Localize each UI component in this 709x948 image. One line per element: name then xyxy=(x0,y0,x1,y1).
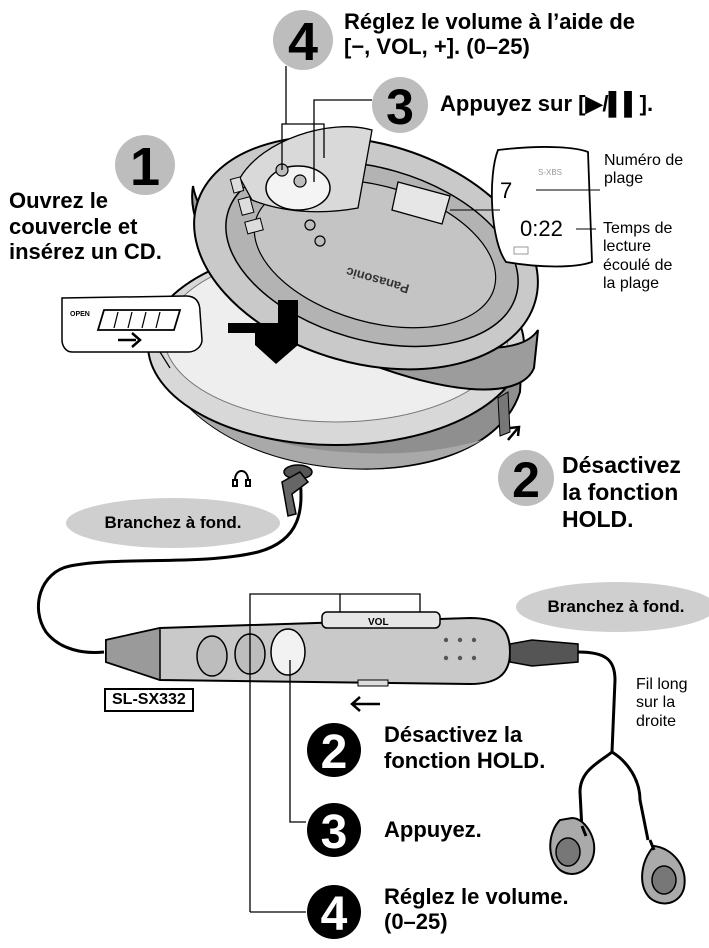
headphone-icon xyxy=(232,470,251,487)
lcd-mode: S-XBS xyxy=(538,168,562,177)
headphone-plug xyxy=(281,471,310,517)
step4-bottom-text: Réglez le volume. (0–25) xyxy=(384,884,569,935)
svg-text:3: 3 xyxy=(321,806,348,859)
step4-badge-bottom xyxy=(307,885,361,939)
svg-text:2: 2 xyxy=(512,452,540,508)
step3-badge-top xyxy=(372,77,428,133)
lcd-inset: 7 S-XBS 0:22 xyxy=(450,146,600,268)
model-label: SL-SX332 xyxy=(104,688,194,712)
remote-control: VOL xyxy=(105,611,579,687)
step3-badge-bottom xyxy=(307,803,361,857)
cord-to-remote xyxy=(36,477,303,654)
hold-switch xyxy=(357,679,389,687)
cord-note: Fil long sur la droite xyxy=(636,676,688,730)
label-elapsed-time: Temps de lecture écoulé de la plage xyxy=(603,220,673,293)
step2-badge-bottom xyxy=(307,723,361,777)
lcd-time: 0:22 xyxy=(520,216,563,241)
callout-plug-right: Branchez à fond. xyxy=(516,582,709,632)
vol-rocker xyxy=(321,611,441,629)
earphones xyxy=(549,816,686,905)
arrow-diagonal-icon xyxy=(507,425,521,441)
arrow-right-icon xyxy=(118,332,142,348)
step1-badge xyxy=(115,135,175,195)
earphone-cord xyxy=(577,650,617,753)
step2-badge-top xyxy=(498,450,554,506)
player-lid: Panasonic xyxy=(191,126,539,391)
speaker-holes-icon xyxy=(443,637,477,661)
vol-label: VOL xyxy=(368,617,389,628)
vol-button xyxy=(304,219,316,231)
lcd-track-number: 7 xyxy=(500,178,512,203)
open-switch-label: OPEN xyxy=(70,311,90,318)
arrow-left-icon xyxy=(350,696,380,712)
remote-play-button xyxy=(270,628,306,676)
svg-text:2: 2 xyxy=(321,726,348,779)
open-switch-inset: OPEN xyxy=(61,295,203,369)
play-pause-button-top xyxy=(265,165,331,211)
skip-back-button xyxy=(196,635,228,677)
vol-plus-button xyxy=(293,174,307,188)
label-track-number: Numéro de plage xyxy=(604,152,684,188)
step3-bottom-text: Appuyez. xyxy=(384,817,482,842)
step2-top-text: Désactivez la fonction HOLD. xyxy=(562,452,681,533)
step2-bottom-text: Désactivez la fonction HOLD. xyxy=(384,722,546,774)
step4-top-text: Réglez le volume à l’aide de [−, VOL, +]… xyxy=(344,9,635,59)
callout-plug-left: Branchez à fond. xyxy=(66,498,280,548)
battery-icon xyxy=(513,246,529,255)
svg-text:3: 3 xyxy=(386,79,414,135)
step4-badge-top xyxy=(273,10,333,70)
svg-text:4: 4 xyxy=(288,12,318,72)
svg-text:4: 4 xyxy=(321,888,348,941)
step1-text: Ouvrez le couvercle et insérez un CD. xyxy=(9,188,162,265)
svg-text:1: 1 xyxy=(130,137,160,197)
step3-top-text: Appuyez sur [▶/▌▌]. xyxy=(440,91,654,116)
arrow-down-icon xyxy=(228,300,298,364)
